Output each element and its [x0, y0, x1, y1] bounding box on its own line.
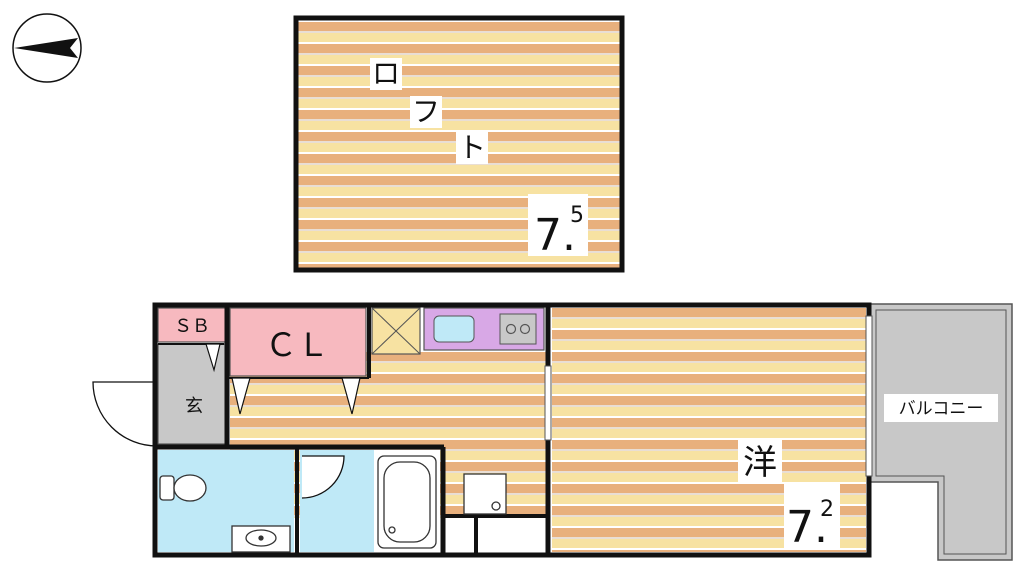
- western-room-labels: 洋 7. 2: [738, 440, 840, 553]
- loft-size-main: 7.: [534, 210, 576, 261]
- closet-label: ＣＬ: [265, 326, 329, 364]
- western-room-size-sup: 2: [820, 497, 834, 522]
- loft-room: ロ フ ト 7. 5: [293, 15, 625, 273]
- loft-label-char-2: フ: [412, 95, 440, 128]
- toilet-icon: [159, 474, 207, 502]
- western-room-label: 洋: [743, 443, 777, 483]
- closet-door-icon: [205, 343, 361, 415]
- balcony-label: バルコニー: [899, 399, 984, 419]
- western-room-size-main: 7.: [786, 502, 828, 553]
- loft-label-char-1: ロ: [372, 57, 400, 90]
- loft-size-sup: 5: [570, 203, 584, 228]
- washroom-door-icon: [301, 455, 345, 499]
- washing-machine-space-icon: [463, 473, 507, 515]
- entrance-door-icon: [92, 381, 158, 447]
- shoe-box-label: ＳＢ: [174, 316, 210, 337]
- bathtub-icon: [377, 455, 437, 549]
- entrance-label: 玄: [185, 396, 203, 417]
- north-arrow-icon: [12, 13, 82, 83]
- loft-label-char-3: ト: [458, 131, 486, 164]
- wash-basin-icon: [231, 525, 291, 553]
- balcony: [869, 303, 1013, 561]
- sliding-door-icon: [544, 315, 873, 477]
